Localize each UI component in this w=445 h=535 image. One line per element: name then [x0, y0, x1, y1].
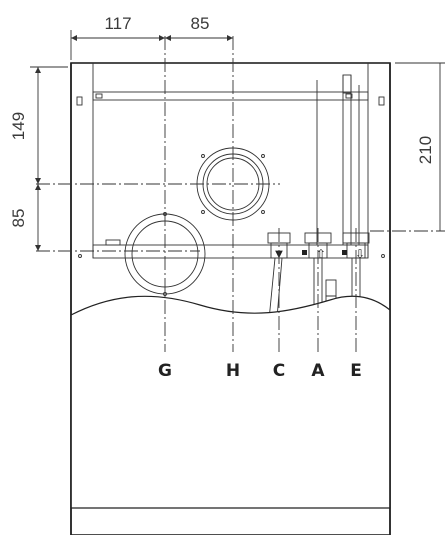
e-flow-symbol: ⇩ — [355, 247, 365, 261]
top-bracket — [92, 91, 369, 101]
bracket-tab — [105, 239, 121, 246]
a-flow-symbol: ⇧ — [316, 247, 326, 261]
dim-right-label: 210 — [416, 136, 435, 164]
mount-slot-right — [378, 96, 385, 106]
dim-left-upper-label: 149 — [9, 112, 28, 140]
pipe-cap — [342, 74, 352, 94]
e-flow-square — [342, 250, 347, 255]
screw-right — [381, 254, 385, 258]
lower-bracket — [92, 244, 369, 259]
label-e: E — [350, 361, 362, 381]
cutaway-edge — [70, 295, 391, 509]
label-h: H — [226, 361, 240, 381]
dim-left-lower-label: 85 — [9, 209, 28, 228]
a-flow-square — [302, 250, 307, 255]
dim-top-left-label: 117 — [104, 14, 131, 33]
mount-slot-left — [76, 96, 83, 106]
bracket-clip-left — [95, 93, 103, 99]
label-a: A — [311, 361, 325, 381]
label-c: C — [273, 361, 285, 381]
bracket-clip-right — [345, 93, 353, 99]
label-g: G — [158, 361, 172, 381]
screw-left — [78, 254, 82, 258]
dim-top-right-label: 85 — [191, 14, 210, 33]
